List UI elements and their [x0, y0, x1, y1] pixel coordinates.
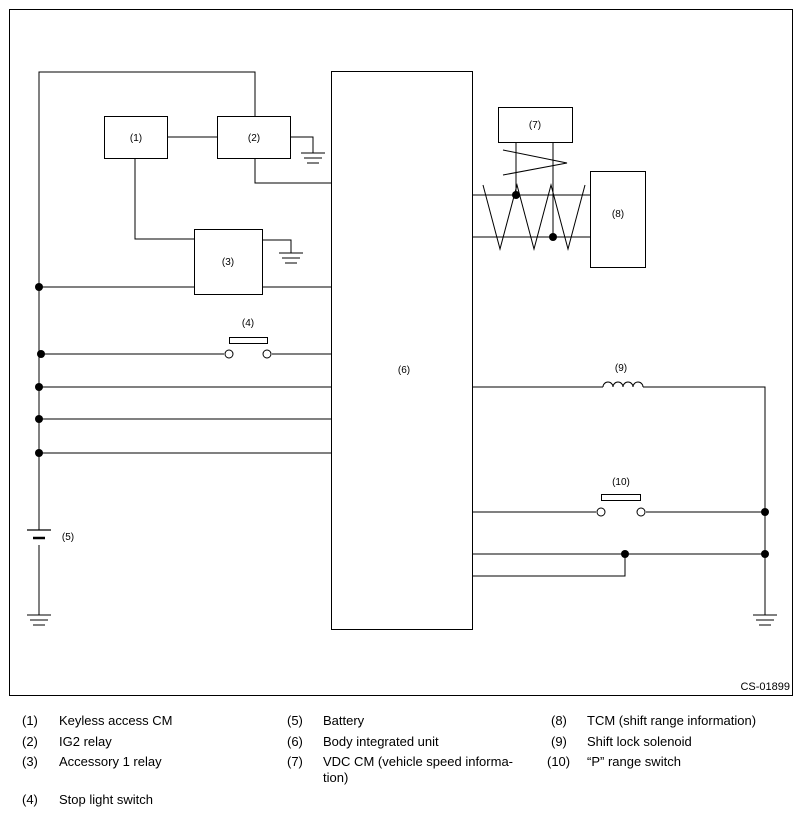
label-keyless-access-cm: (1): [130, 133, 142, 144]
label-ig2-relay: (2): [248, 133, 260, 144]
accessory-relay-box: [194, 229, 263, 295]
label-vdc-cm: (7): [529, 120, 541, 131]
vdc-cm-box: [498, 107, 573, 143]
diagram-frame: [9, 9, 793, 696]
ground-symbols: [27, 152, 777, 626]
label-p-range-switch: (10): [612, 477, 630, 488]
label-tcm: (8): [612, 209, 624, 220]
label-body-integrated-unit: (6): [398, 365, 410, 376]
label-stop-light-switch: (4): [242, 318, 254, 329]
label-accessory-relay: (3): [222, 257, 234, 268]
left-bus-wire: [38, 71, 256, 530]
figure-code: CS-01899: [740, 681, 790, 693]
battery-symbol: [27, 529, 51, 540]
label-battery: (5): [62, 532, 74, 543]
body-integrated-unit-box: [331, 71, 473, 630]
tcm-box: [590, 171, 646, 268]
label-shift-lock-solenoid: (9): [615, 363, 627, 374]
